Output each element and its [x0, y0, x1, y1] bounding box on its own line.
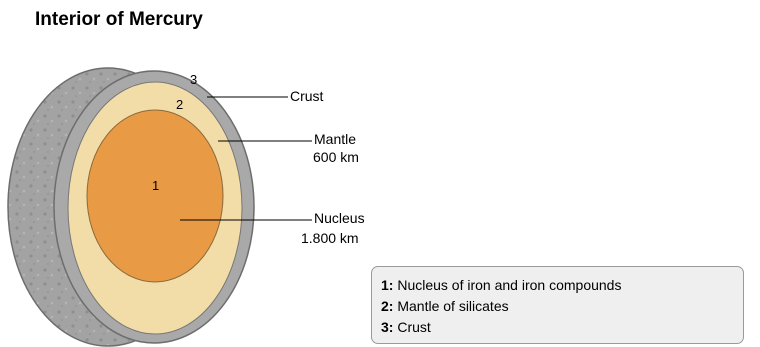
mantle-label: Mantle — [314, 131, 356, 147]
legend-item: 2: Mantle of silicates — [381, 296, 743, 317]
legend-item: 1: Nucleus of iron and iron compounds — [381, 275, 743, 296]
layer-number-3: 3 — [190, 72, 197, 87]
nucleus-layer — [87, 110, 223, 282]
legend-text: Crust — [393, 319, 430, 335]
legend-key: 1: — [381, 277, 393, 293]
legend-item: 3: Crust — [381, 317, 743, 338]
layer-number-1: 1 — [152, 178, 159, 193]
crust-label: Crust — [290, 88, 324, 104]
legend-text: Mantle of silicates — [393, 298, 508, 314]
nucleus-label: Nucleus — [314, 210, 365, 226]
mantle-thickness: 600 km — [313, 149, 359, 165]
legend-key: 2: — [381, 298, 393, 314]
legend-key: 3: — [381, 319, 393, 335]
legend-text: Nucleus of iron and iron compounds — [393, 277, 621, 293]
layer-number-2: 2 — [176, 97, 183, 112]
nucleus-size: 1.800 km — [301, 230, 359, 246]
legend-box: 1: Nucleus of iron and iron compounds 2:… — [371, 266, 744, 344]
